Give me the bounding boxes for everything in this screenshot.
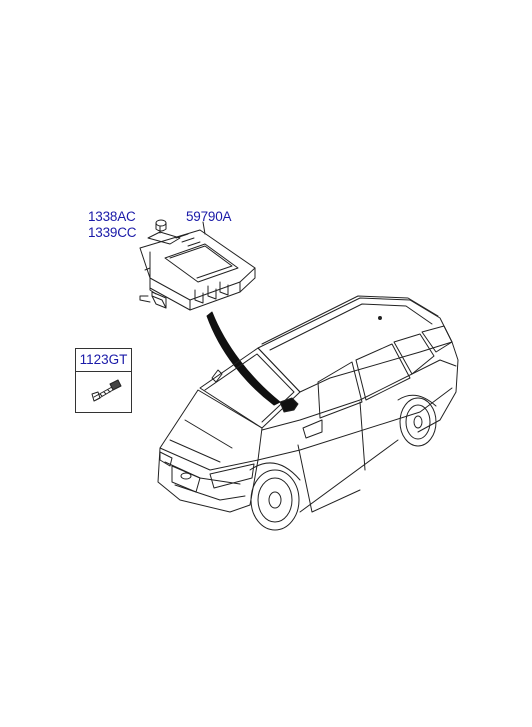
leader-line-module (202, 221, 206, 235)
rear-wheel (399, 397, 437, 447)
legend-part-code: 1123GT (76, 349, 131, 372)
front-wheel (250, 469, 300, 531)
bolt-part (91, 379, 122, 402)
part-label-59790a: 59790A (186, 209, 232, 224)
vehicle-illustration (157, 295, 459, 531)
control-module-unit (139, 219, 256, 311)
location-arrow (206, 311, 281, 406)
module-location-marker (279, 397, 299, 413)
part-label-1339cc: 1339CC (88, 225, 137, 240)
part-label-1338ac: 1338AC (88, 209, 136, 224)
nut-part (155, 219, 167, 227)
bolt-legend-box: 1123GT (75, 348, 132, 413)
